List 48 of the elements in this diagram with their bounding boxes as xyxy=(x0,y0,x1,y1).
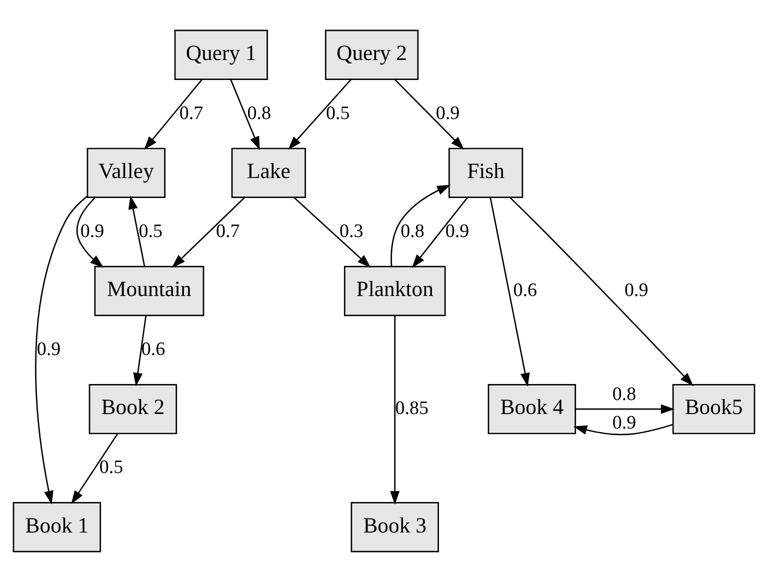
arrow xyxy=(390,184,451,266)
arrow xyxy=(576,404,675,414)
edge-label: 0.9 xyxy=(80,220,104,242)
edge-label: 0.9 xyxy=(445,220,470,242)
node-box: Query 2 xyxy=(324,29,419,80)
node-box: Book 3 xyxy=(350,502,439,552)
arrow xyxy=(230,78,260,150)
node-box: Plankton xyxy=(344,265,446,316)
edge-label: 0.85 xyxy=(395,398,428,419)
edge-label: 0.8 xyxy=(612,383,636,404)
node-box: Book 4 xyxy=(488,383,576,434)
edge-label: 0.5 xyxy=(99,456,124,478)
edge-label: 0.7 xyxy=(179,102,204,124)
edge-label: 0.7 xyxy=(216,220,240,242)
edge-label: 0.9 xyxy=(624,280,648,301)
node-box: Query 1 xyxy=(174,29,268,80)
arrow xyxy=(294,196,371,268)
edge-label: 0.8 xyxy=(247,102,272,124)
arrow xyxy=(390,315,400,504)
arrow xyxy=(573,423,674,435)
edge-label: 0.5 xyxy=(138,220,162,242)
arrow xyxy=(490,196,530,386)
arrow xyxy=(394,78,464,150)
arrow xyxy=(76,196,104,268)
node-box: Valley xyxy=(86,147,166,198)
node-box: Lake xyxy=(231,147,306,198)
arrow xyxy=(144,78,202,150)
edge-label: 0.9 xyxy=(36,338,61,360)
arrow xyxy=(128,195,146,266)
edge-label: 0.8 xyxy=(400,220,424,242)
arrow xyxy=(71,432,118,504)
edge-label: 0.5 xyxy=(326,102,350,124)
edge-label: 0.6 xyxy=(513,280,538,301)
arrow xyxy=(288,78,352,150)
edge-label: 0.9 xyxy=(612,412,636,433)
arrow xyxy=(510,196,694,386)
arrow xyxy=(412,196,468,268)
arrow xyxy=(35,195,88,504)
arrow xyxy=(133,315,147,386)
node-box: Mountain xyxy=(94,265,204,316)
node-box: Book 2 xyxy=(88,383,178,434)
arrow xyxy=(172,196,245,268)
node-box: Book5 xyxy=(672,383,756,434)
edge-label: 0.3 xyxy=(340,220,364,242)
node-box: Fish xyxy=(448,147,524,198)
edge-label: 0.6 xyxy=(141,338,166,360)
edge-label: 0.9 xyxy=(436,102,460,124)
node-box: Book 1 xyxy=(12,502,102,552)
